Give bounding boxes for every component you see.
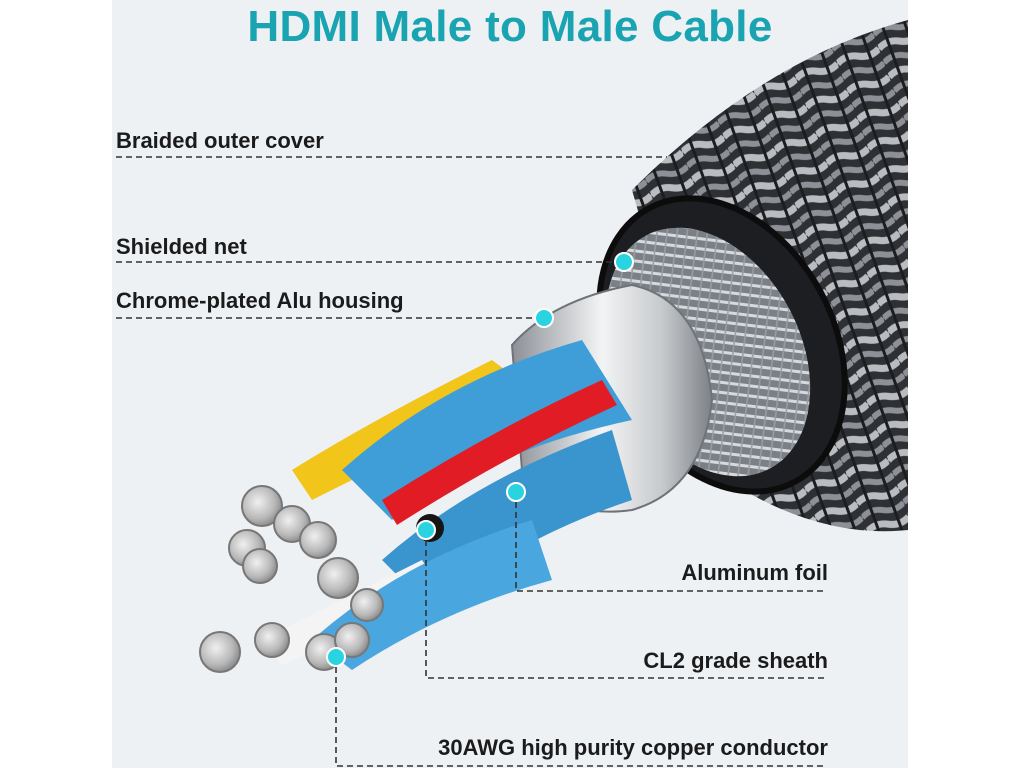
- label-shielded-net: Shielded net: [116, 234, 247, 259]
- leader-cl2-sheath: [425, 530, 826, 679]
- conductor-strand-ends: [199, 485, 384, 673]
- label-aluminum-foil: Aluminum foil: [681, 560, 828, 585]
- diagram-canvas: HDMI Male to Male Cable Braided outer co…: [112, 0, 908, 768]
- marker-copper-conductor: [326, 647, 346, 667]
- leader-copper-conductor: [335, 657, 826, 767]
- leader-aluminum-foil: [515, 492, 826, 592]
- label-copper-conductor: 30AWG high purity copper conductor: [438, 735, 828, 760]
- wire-blue-pair-top: [342, 340, 632, 520]
- wire-red: [382, 380, 617, 525]
- marker-cl2-sheath: [416, 520, 436, 540]
- diagram-title: HDMI Male to Male Cable: [247, 2, 773, 51]
- cable-cross-section-illustration: [116, 20, 908, 767]
- marker-shielded-net: [614, 252, 634, 272]
- marker-chrome-housing: [534, 308, 554, 328]
- callout-markers: [326, 252, 634, 667]
- marker-aluminum-foil: [506, 482, 526, 502]
- label-cl2-grade-sheath: CL2 grade sheath: [643, 648, 828, 673]
- wire-blue-pair-low: [312, 520, 552, 670]
- leader-lines: [116, 156, 826, 767]
- label-chrome-plated-housing: Chrome-plated Alu housing: [116, 288, 404, 313]
- label-braided-outer-cover: Braided outer cover: [116, 128, 324, 153]
